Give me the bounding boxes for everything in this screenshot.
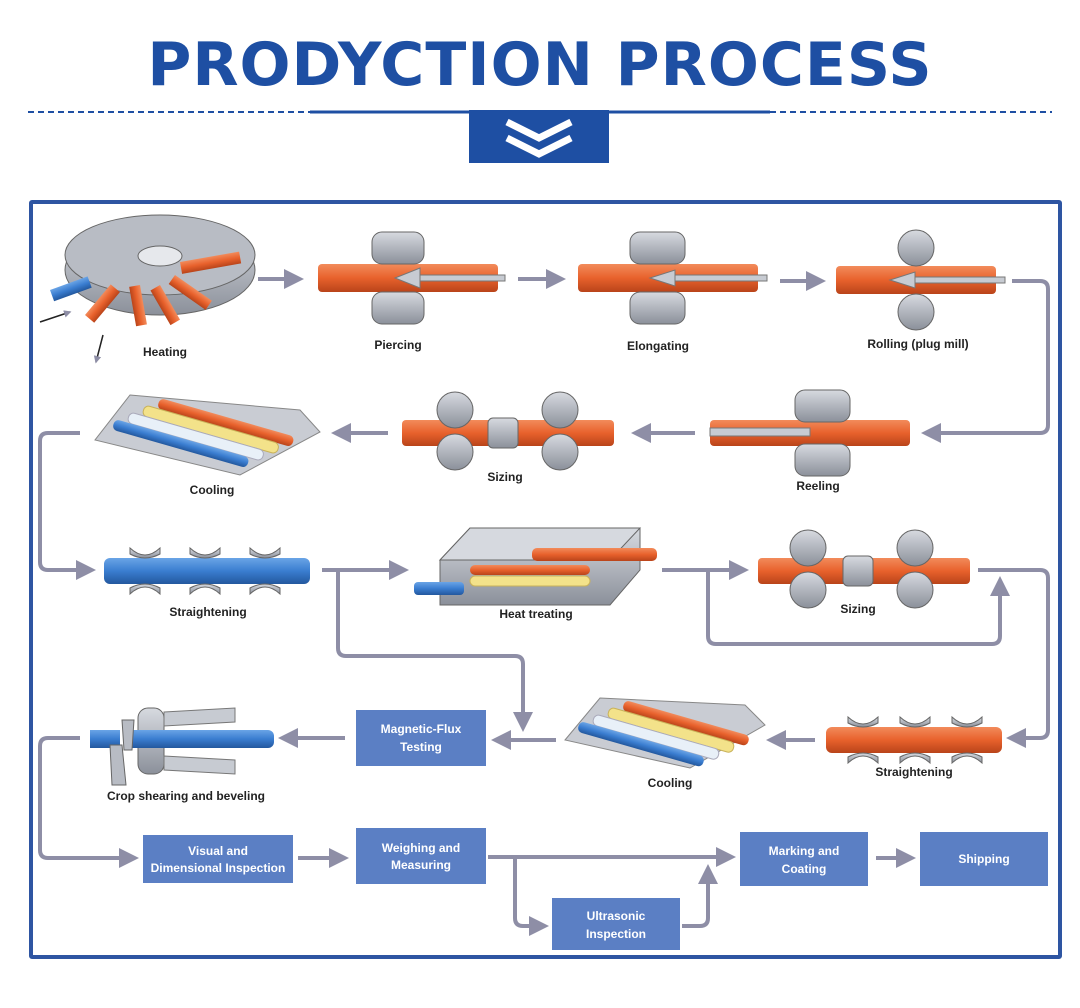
box-label-line: Ultrasonic bbox=[587, 909, 646, 923]
heating-furnace-illustration bbox=[39, 214, 256, 364]
step-label-heating: Heating bbox=[143, 345, 187, 359]
step-label-straightening-2: Straightening bbox=[875, 765, 952, 779]
flow-arrow bbox=[38, 431, 96, 580]
cooling-bed-illustration bbox=[564, 697, 766, 769]
ultrasonic-inspection-box: Ultrasonic Inspection bbox=[552, 898, 680, 950]
reeling-illustration bbox=[709, 389, 910, 477]
cooling-bed-illustration bbox=[94, 394, 321, 476]
straightening-illustration bbox=[826, 715, 1002, 765]
page-title: PRODYCTION PROCESS bbox=[147, 30, 933, 100]
flow-arrow bbox=[513, 857, 549, 936]
elongating-illustration bbox=[578, 231, 768, 325]
step-label-cooling-1: Cooling bbox=[190, 483, 235, 497]
box-label-line: Inspection bbox=[586, 927, 646, 941]
step-label-sizing-2: Sizing bbox=[840, 602, 875, 616]
box-label-line: Coating bbox=[782, 862, 827, 876]
double-chevron-down-icon bbox=[469, 110, 609, 163]
box-label-line: Testing bbox=[400, 740, 442, 754]
step-label-cooling-2: Cooling bbox=[648, 776, 693, 790]
step-label-straightening-1: Straightening bbox=[169, 605, 246, 619]
box-label-line: Dimensional Inspection bbox=[151, 861, 286, 875]
shipping-box: Shipping bbox=[920, 832, 1048, 886]
flow-arrow bbox=[978, 568, 1050, 748]
weighing-measuring-box: Weighing and Measuring bbox=[356, 828, 486, 884]
flow-arrow bbox=[682, 864, 718, 928]
rolling-illustration bbox=[836, 229, 1006, 331]
box-label-line: Shipping bbox=[958, 852, 1009, 866]
flow-arrow bbox=[38, 736, 139, 868]
box-label-line: Magnetic-Flux bbox=[381, 722, 462, 736]
heat-treating-furnace-illustration bbox=[414, 527, 657, 606]
flow-arrow bbox=[706, 570, 1010, 646]
box-label-line: Measuring bbox=[391, 858, 451, 872]
sizing-illustration bbox=[758, 529, 970, 609]
box-label-line: Visual and bbox=[188, 844, 248, 858]
straightening-illustration bbox=[104, 546, 310, 596]
step-label-crop-shearing: Crop shearing and beveling bbox=[107, 789, 265, 803]
magnetic-flux-testing-box: Magnetic-Flux Testing bbox=[356, 710, 486, 766]
step-label-rolling: Rolling (plug mill) bbox=[867, 337, 968, 351]
step-label-heat-treating: Heat treating bbox=[499, 607, 572, 621]
visual-inspection-box: Visual and Dimensional Inspection bbox=[143, 835, 293, 883]
flow-arrow bbox=[336, 570, 533, 732]
box-label-line: Weighing and bbox=[382, 841, 460, 855]
step-label-elongating: Elongating bbox=[627, 339, 689, 353]
crop-shearing-illustration bbox=[90, 707, 274, 786]
flow-arrow bbox=[921, 279, 1050, 443]
sizing-illustration bbox=[402, 391, 614, 471]
step-label-sizing-1: Sizing bbox=[487, 470, 522, 484]
step-label-reeling: Reeling bbox=[796, 479, 839, 493]
piercing-illustration bbox=[318, 231, 506, 325]
box-label-line: Marking and bbox=[769, 844, 840, 858]
step-label-piercing: Piercing bbox=[374, 338, 421, 352]
marking-coating-box: Marking and Coating bbox=[740, 832, 868, 886]
